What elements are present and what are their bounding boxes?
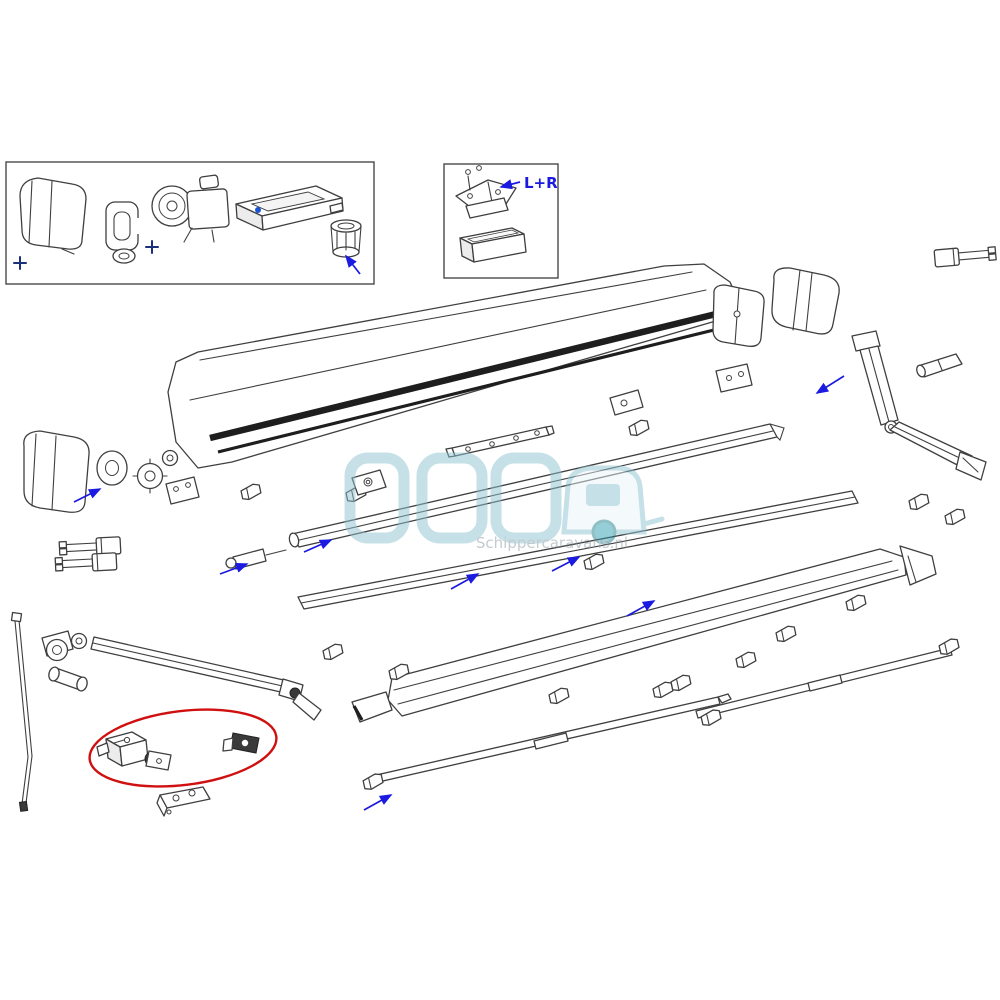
plus-mark-1 [13,256,27,270]
gear-disc [96,450,128,486]
arrow-icon [450,573,480,590]
watermark-text: Schippercaravans.nl [476,534,628,552]
drive-gear [132,449,200,505]
watermark-glyph-1 [344,452,410,544]
case-lid-profile [167,263,739,469]
inset-top-center: L+R [443,163,559,279]
arrow-icon [626,600,656,617]
arrow-icon [344,254,361,275]
packing-frame-part [459,227,527,263]
arrow-icon [303,539,333,553]
arrow-icon [499,179,521,190]
arrow-icon [815,375,845,394]
spring-arm-right [851,330,987,481]
inset-top-left-border [5,161,375,285]
lead-rail [297,490,859,610]
plus-mark-2 [145,240,159,254]
roller-tube [288,423,785,548]
crank-handle-part [916,353,963,378]
caravan-hitch [641,516,665,527]
end-cap-left [23,430,90,513]
clamp-bracket-part [105,201,140,264]
awning-pole [10,611,33,812]
caravan-wheel [591,519,617,545]
caravan-window [586,484,620,506]
highlight-ellipse [88,708,278,788]
arrow-icon [551,556,581,572]
front-panel-end-cap-left [351,691,393,723]
cylinder-adapter-part [330,219,362,258]
watermark-glyph-3 [490,452,562,544]
hole-plate-part [156,786,211,817]
wall-bracket-upper [609,389,644,416]
support-clamp [351,469,387,496]
blue-marker-dot [255,207,261,213]
mounting-foot-bracket [96,731,172,771]
arrow-icon [73,488,102,503]
support-arm-assembly [41,630,322,721]
inset-top-left [5,161,375,285]
gear-motor-unit-part [151,174,230,243]
blue-arrows [73,179,845,811]
inset-top-center-border [443,163,559,279]
watermark-glyph-2 [416,452,488,544]
arrow-icon [219,563,249,575]
end-cover-cap-part [19,177,87,255]
arrow-icon [363,794,393,811]
watermark: Schippercaravans.nl [344,452,665,552]
front-panel-end-cap-right [899,545,937,586]
lr-label: L+R [524,174,558,192]
wall-bracket-right [715,363,753,393]
tension-rafter-right [695,647,953,719]
dark-foot-part [222,732,260,754]
end-cap-right-outer [771,267,840,335]
end-cap-right-inner [712,284,765,347]
control-box-part [235,185,344,231]
